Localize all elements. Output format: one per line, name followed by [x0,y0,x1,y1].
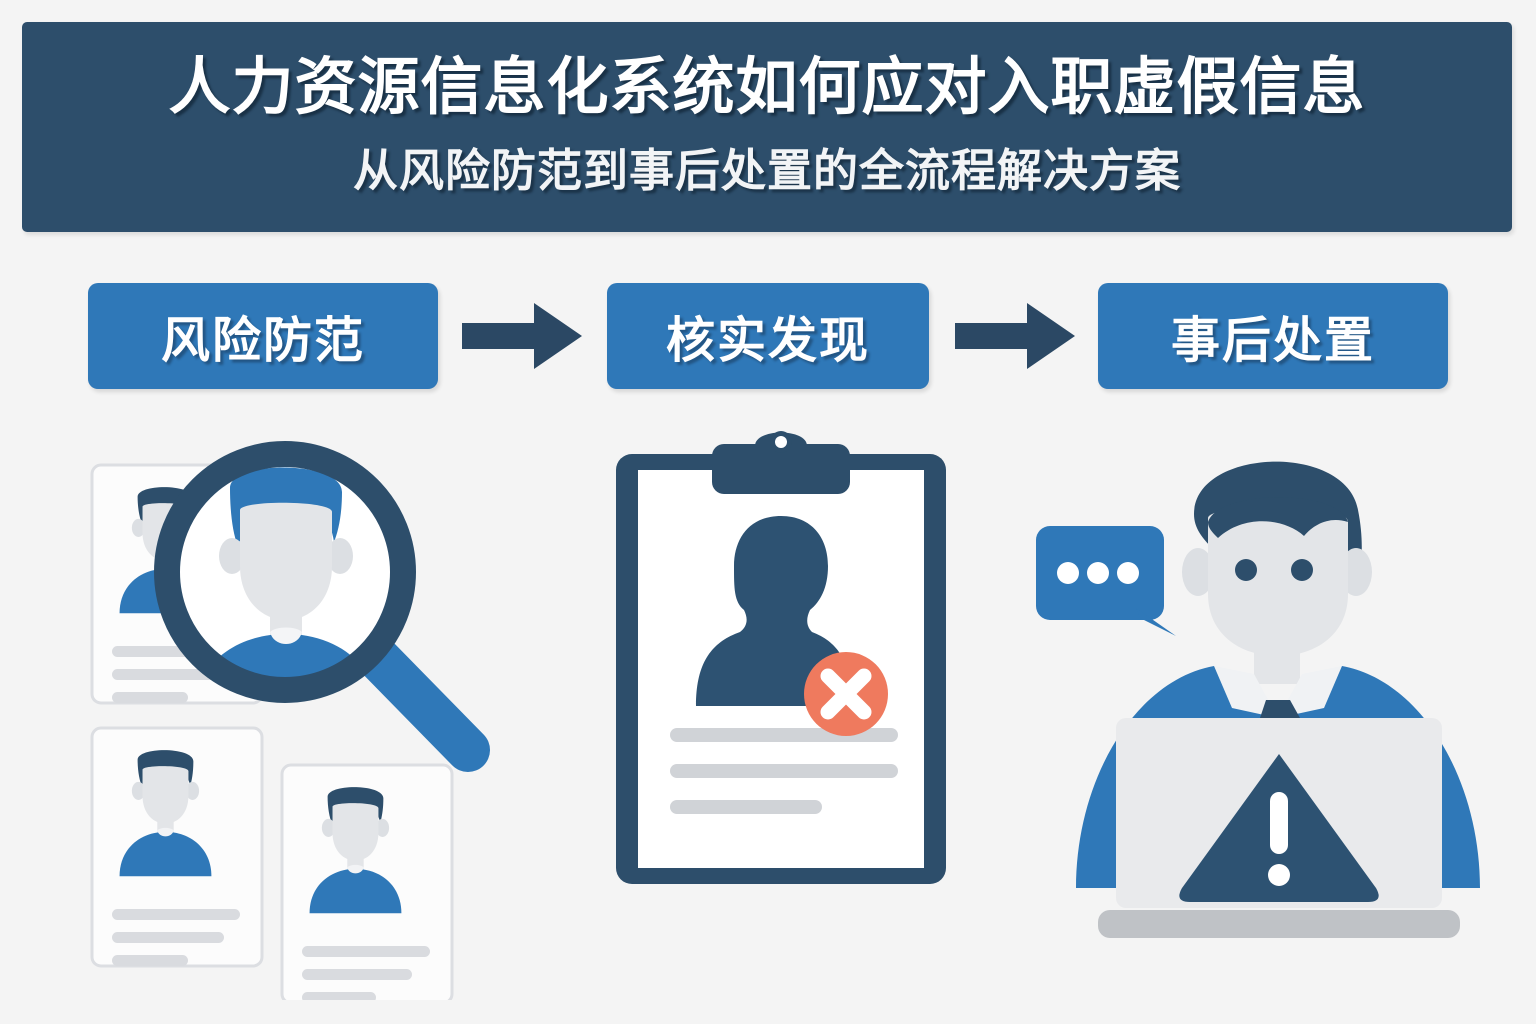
eye [1291,559,1313,581]
laptop-base [1098,910,1460,938]
page-title: 人力资源信息化系统如何应对入职虚假信息 [168,52,1366,122]
id-card [90,726,264,968]
page-subtitle: 从风险防范到事后处置的全流程解决方案 [352,145,1181,197]
flow-step-label: 事后处置 [1170,313,1375,368]
chat-dot [1117,562,1139,584]
card-text-line [112,909,240,920]
arrow-right-icon [955,301,1075,371]
title-banner: 人力资源信息化系统如何应对入职虚假信息 从风险防范到事后处置的全流程解决方案 [22,22,1512,232]
flow-step-label: 风险防范 [160,313,365,368]
warning-triangle-icon [1179,754,1379,902]
hr-officer-alert-illustration [1018,418,1488,963]
flow-step-risk-prevention[interactable]: 风险防范 [88,283,438,389]
magnifying-glass-handle [348,628,490,772]
card-text-line [112,955,188,966]
chat-dot [1057,562,1079,584]
person-silhouette-icon [696,516,852,706]
card-text-line [302,946,430,957]
card-text-line [302,969,412,980]
card-text-line [112,932,224,943]
magnifying-glass-icon [154,441,416,703]
id-card [280,763,454,1005]
illustration-row [0,400,1536,1024]
candidate-screening-illustration [70,420,570,1005]
resume-text-line [670,800,822,814]
process-flow: 风险防范 核实发现 事后处置 [0,283,1536,391]
card-text-line [112,669,228,680]
x-circle-icon [804,652,888,736]
flow-step-verification-discovery[interactable]: 核实发现 [607,283,929,389]
card-text-line [302,992,376,1003]
flow-step-label: 核实发现 [665,313,870,368]
chat-dot [1087,562,1109,584]
resume-rejected-illustration [600,422,980,907]
flow-step-post-handling[interactable]: 事后处置 [1098,283,1448,389]
arrow-right-icon [462,301,582,371]
clipboard-clip [712,431,850,494]
resume-text-line [670,764,898,778]
chat-bubble-dots-icon [1036,526,1176,636]
eye [1235,559,1257,581]
card-text-line [112,692,188,703]
